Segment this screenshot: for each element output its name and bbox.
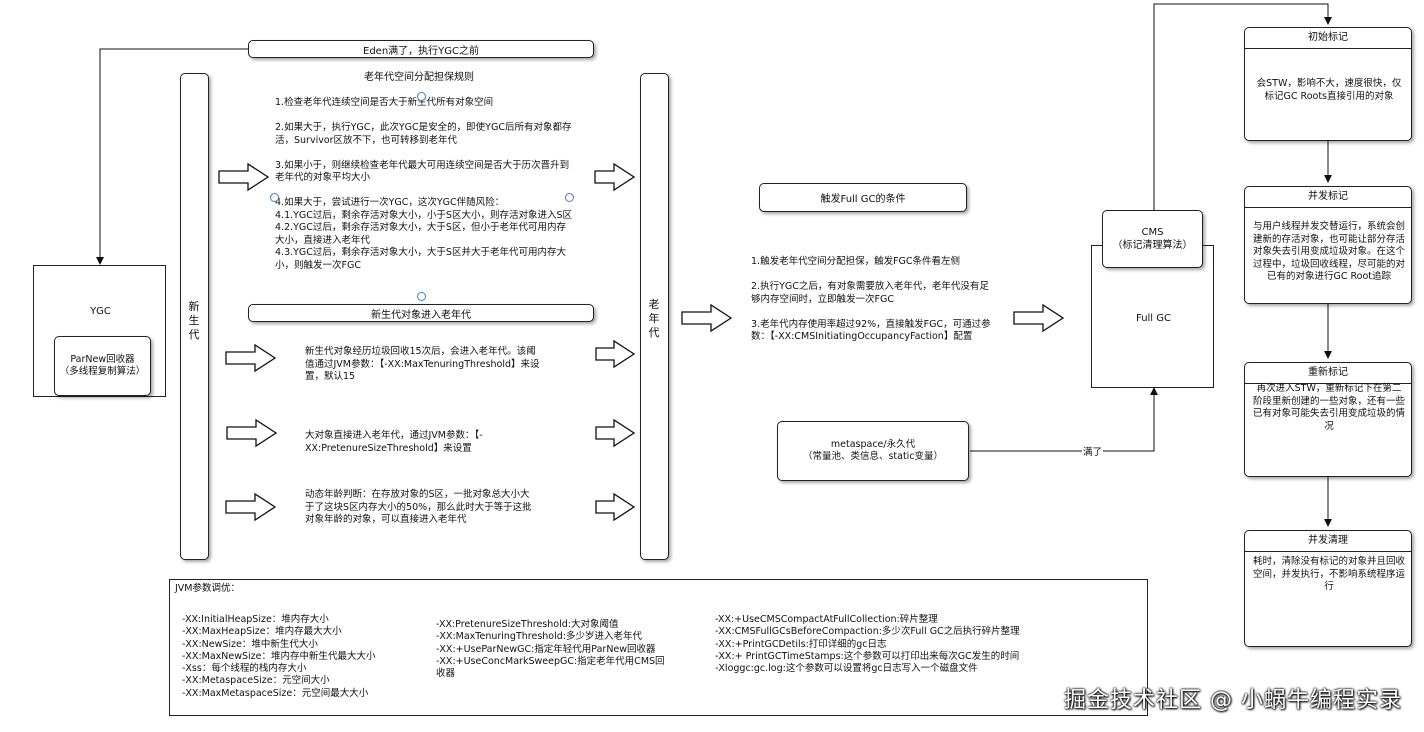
cms-phase-title: 并发清理 <box>1245 531 1411 552</box>
parnew-box[interactable]: ParNew回收器 （多线程复制算法） <box>54 336 151 396</box>
guarantee-rules: 1.检查老年代连续空间是否大于新生代所有对象空间 2.如果大于，执行YGC，此次… <box>275 97 572 271</box>
selection-handle-top[interactable] <box>417 92 426 101</box>
promote-rule-1: 新生代对象经历垃圾回收15次后，会进入老年代。该阈值通过JVM参数：【-XX:M… <box>305 346 540 382</box>
cms-phase-desc: 会STW，影响不大，速度很快，仅标记GC Roots直接引用的对象 <box>1256 78 1402 102</box>
arrow-left-1 <box>218 162 270 192</box>
fullgc-label: Full GC <box>1135 313 1171 324</box>
old-gen-label: 老 年 代 <box>648 298 660 339</box>
cms-box[interactable]: CMS （标记清理算法） <box>1102 210 1203 268</box>
cms-phase-4[interactable]: 并发清理耗时，清除没有标记的对象并且回收空间，并发执行，不影响系统程序运行 <box>1244 530 1412 647</box>
eden-title-box[interactable]: Eden满了，执行YGC之前 <box>248 40 594 58</box>
guarantee-title: 老年代空间分配担保规则 <box>364 72 474 83</box>
cms-to-initial-mark-line <box>1153 3 1332 210</box>
arrow-right-2 <box>595 339 636 369</box>
young-gen-label: 新 生 代 <box>188 300 200 341</box>
arrow-left-4 <box>225 492 277 522</box>
jvm-params-col-3: -XX:+UseCMSCompactAtFullCollection:碎片整理 … <box>715 614 1020 675</box>
cms-phase-title: 初始标记 <box>1245 28 1411 49</box>
jvm-params-col-1: -XX:InitialHeapSize：堆内存大小 -XX:MaxHeapSiz… <box>182 614 376 699</box>
selection-handle-right[interactable] <box>565 193 574 202</box>
young-gen-bar[interactable]: 新 生 代 <box>180 73 209 560</box>
metaspace-label: metaspace/永久代 （常量池、类信息、static变量） <box>802 438 944 463</box>
jvm-params-title: JVM参数调优： <box>175 583 240 594</box>
selection-handle-bottom[interactable] <box>417 292 426 301</box>
cms-phase-desc: 再次进入STW，重新标记下在第二阶段里新创建的一些对象，还有一些已有对象可能失去… <box>1253 383 1406 432</box>
arrow-left-2 <box>225 343 277 373</box>
jvm-params-box[interactable]: JVM参数调优： -XX:InitialHeapSize：堆内存大小 -XX:M… <box>169 579 1148 716</box>
full-label: 满了 <box>1082 447 1104 460</box>
watermark: 掘金技术社区 @ 小蜗牛编程实录 <box>1064 688 1402 713</box>
parnew-label: ParNew回收器 （多线程复制算法） <box>59 353 146 378</box>
eden-to-ygc-line <box>96 48 248 265</box>
eden-title: Eden满了，执行YGC之前 <box>363 45 479 57</box>
cms-phase-3[interactable]: 重新标记再次进入STW，重新标记下在第二阶段里新创建的一些对象，还有一些已有对象… <box>1244 362 1412 477</box>
ygc-box[interactable]: YGC ParNew回收器 （多线程复制算法） <box>33 265 166 397</box>
fgc-conditions: 1.触发老年代空间分配担保，触发FGC条件看左侧 2.执行YGC之后，有对象需要… <box>751 256 991 342</box>
arrow-left-3 <box>226 418 278 448</box>
selection-handle-left[interactable] <box>270 193 279 202</box>
cms-phase-2[interactable]: 并发标记与用户线程并发交替运行，系统会创建新的存活对象，也可能让部分存活对象失去… <box>1244 186 1412 304</box>
metaspace-to-fullgc-line <box>970 387 1158 452</box>
cms-phase-title: 重新标记 <box>1245 363 1411 384</box>
promote-title: 新生代对象进入老年代 <box>371 309 471 321</box>
cms-phase-1[interactable]: 初始标记会STW，影响不大，速度很快，仅标记GC Roots直接引用的对象 <box>1244 27 1412 141</box>
fgc-title: 触发Full GC的条件 <box>820 194 906 205</box>
promote-rule-3: 动态年龄判断：在存放对象的S区，一批对象总大小大于了这块S区内存大小的50%，那… <box>305 489 532 525</box>
metaspace-box[interactable]: metaspace/永久代 （常量池、类信息、static变量） <box>777 421 969 481</box>
promote-rule-2: 大对象直接进入老年代，通过JVM参数：【-XX:PretenureSizeThr… <box>305 430 483 454</box>
fullgc-box[interactable]: Full GC <box>1091 245 1214 388</box>
cms-phase-desc: 耗时，清除没有标记的对象并且回收空间，并发执行，不影响系统程序运行 <box>1253 556 1406 592</box>
fgc-title-box[interactable]: 触发Full GC的条件 <box>759 183 967 212</box>
arrow-right-3 <box>595 418 636 448</box>
jvm-params-col-2: -XX:PretenureSizeThreshold:大对象阈值 -XX:Max… <box>436 619 665 680</box>
promote-title-box[interactable]: 新生代对象进入老年代 <box>248 304 594 322</box>
arrow-right-4 <box>595 492 636 522</box>
cms-label: CMS （标记清理算法） <box>1112 227 1193 251</box>
ygc-label: YGC <box>90 306 111 317</box>
arrow-right-1 <box>594 162 636 192</box>
arrow-old-to-fgc <box>681 303 733 333</box>
cms-phase-desc: 与用户线程并发交替运行，系统会创建新的存活对象，也可能让部分存活对象失去引用变成… <box>1253 221 1406 282</box>
arrow-fgc-to-cms <box>1013 303 1065 333</box>
old-gen-bar[interactable]: 老 年 代 <box>640 73 669 560</box>
cms-phase-title: 并发标记 <box>1245 187 1411 208</box>
